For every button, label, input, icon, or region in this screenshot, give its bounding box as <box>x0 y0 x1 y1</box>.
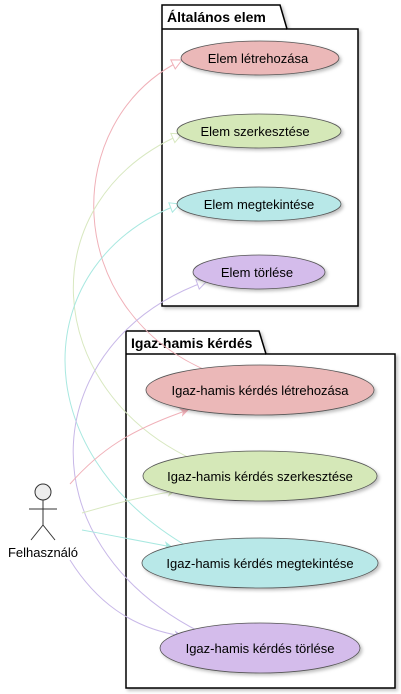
connectors <box>64 60 211 640</box>
generalization-view <box>64 204 191 549</box>
association-view <box>81 529 173 550</box>
association-edit <box>81 487 176 514</box>
usecase-elem-letrehozasa[interactable]: Elem létrehozása <box>180 40 340 76</box>
package-title: Általános elem <box>167 9 266 25</box>
generalization-create <box>93 60 211 373</box>
usecase-label: Igaz-hamis kérdés megtekintése <box>166 556 353 571</box>
association-delete <box>69 559 183 640</box>
generalization-edit <box>72 134 197 462</box>
usecase-label: Elem törlése <box>221 265 293 280</box>
actor-felhasznalo[interactable]: Felhasználó <box>8 483 78 560</box>
stick-figure-icon <box>29 483 57 541</box>
usecase-label: Elem szerkesztése <box>200 124 309 139</box>
actor-label: Felhasználó <box>8 545 78 560</box>
usecase-igaz-hamis-letrehozasa[interactable]: Igaz-hamis kérdés létrehozása <box>145 364 375 416</box>
usecase-label: Igaz-hamis kérdés szerkesztése <box>167 469 353 484</box>
usecase-igaz-hamis-szerkesztese[interactable]: Igaz-hamis kérdés szerkesztése <box>142 450 378 502</box>
usecase-elem-torlese[interactable]: Elem törlése <box>192 254 326 290</box>
usecase-label: Elem létrehozása <box>208 51 309 66</box>
package-altalanos-elem: Általános elem <box>161 4 359 307</box>
package-title: Igaz-hamis kérdés <box>131 335 253 351</box>
association-create <box>69 408 189 485</box>
usecase-elem-szerkesztese[interactable]: Elem szerkesztése <box>176 113 342 149</box>
usecase-label: Elem megtekintése <box>204 197 315 212</box>
usecase-igaz-hamis-megtekintese[interactable]: Igaz-hamis kérdés megtekintése <box>141 537 379 589</box>
usecase-elem-megtekintese[interactable]: Elem megtekintése <box>176 186 342 222</box>
usecase-label: Igaz-hamis kérdés létrehozása <box>171 383 349 398</box>
usecase-igaz-hamis-torlese[interactable]: Igaz-hamis kérdés törlése <box>159 622 361 674</box>
generalization-delete <box>72 281 207 633</box>
usecase-label: Igaz-hamis kérdés törlése <box>186 641 335 656</box>
package-igaz-hamis-kerdes: Igaz-hamis kérdés <box>125 330 396 689</box>
